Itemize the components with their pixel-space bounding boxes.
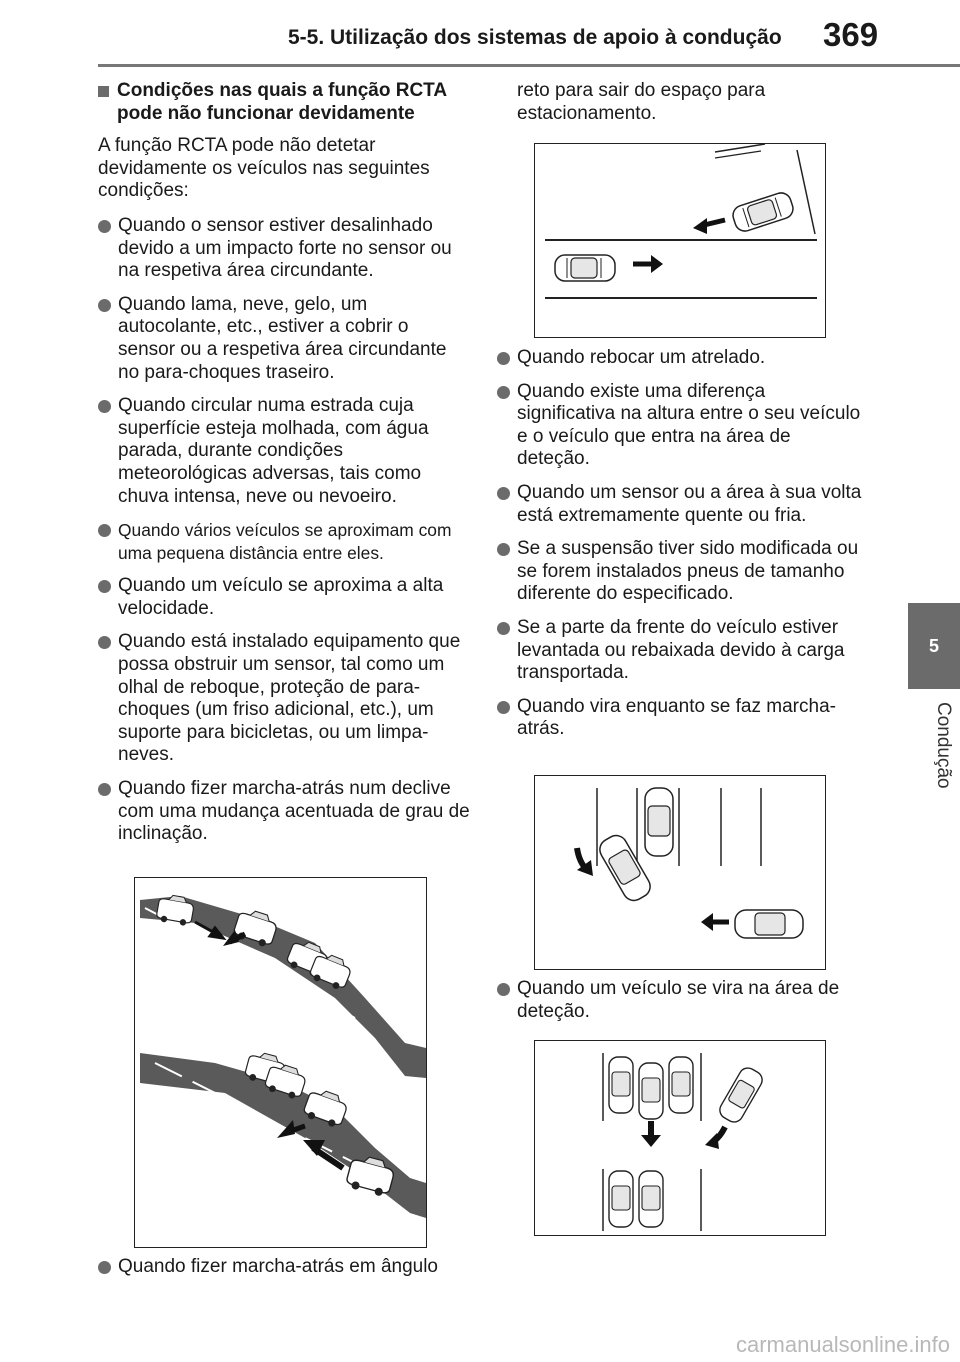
list-item: Se a suspensão tiver sido modificada ou … xyxy=(497,538,867,606)
continuation-paragraph: reto para sair do espaço para estacionam… xyxy=(517,80,766,124)
bullet-icon xyxy=(497,385,510,399)
list-item: Quando está instalado equipamento que po… xyxy=(98,631,470,767)
turning-reverse-illustration xyxy=(534,775,826,970)
bullet-icon xyxy=(98,636,111,650)
list-item: Quando vários veículos se aproximam com … xyxy=(98,519,470,564)
list-item: Quando circular numa estrada cuja superf… xyxy=(98,395,470,508)
intro-paragraph: A função RCTA pode não detetar devidamen… xyxy=(98,135,430,202)
slope-drawing xyxy=(140,892,426,1218)
slope-illustration xyxy=(134,877,427,1248)
footer-watermark: carmanualsonline.info xyxy=(735,1332,950,1357)
list-item: Quando um sensor ou a área à sua volta e… xyxy=(497,482,867,527)
bullet-icon xyxy=(497,352,510,365)
section-heading: Condições nas quais a função RCTA pode n… xyxy=(98,80,470,125)
section-heading-text: Condições nas quais a função RCTA pode n… xyxy=(117,80,447,124)
list-item: Quando rebocar um atrelado. xyxy=(497,347,867,370)
detection-turn-drawing xyxy=(602,1053,767,1231)
list-item: Quando um veículo se vira na área de det… xyxy=(497,978,867,1023)
left-column-tail: Quando fizer marcha-atrás em ângulo xyxy=(98,1256,470,1290)
square-bullet-icon xyxy=(98,86,109,97)
right-column: reto para sair do espaço para estacionam… xyxy=(497,80,867,137)
right-column-middle: Quando rebocar um atrelado. Quando exist… xyxy=(497,347,867,752)
list-item: Quando um veículo se aproxima a alta vel… xyxy=(98,575,470,620)
bullet-icon xyxy=(98,524,111,538)
header-rule xyxy=(98,64,960,67)
chapter-number: 5 xyxy=(928,636,939,656)
angled-exit-illustration xyxy=(534,143,826,338)
bullet-icon xyxy=(497,486,510,500)
bullet-icon xyxy=(98,400,111,414)
header-title: 5-5. Utilização dos sistemas de apoio à … xyxy=(288,26,782,49)
list-item: Quando fizer marcha-atrás num declive co… xyxy=(98,778,470,846)
list-item: Quando vira enquanto se faz marcha-atrás… xyxy=(497,696,867,741)
page-number: 369 xyxy=(823,16,879,53)
bullet-icon xyxy=(497,543,510,557)
bullet-icon xyxy=(98,1261,111,1274)
right-column-tail: Quando um veículo se vira na área de det… xyxy=(497,978,867,1034)
turning-reverse-drawing xyxy=(574,787,804,939)
chapter-label: Condução xyxy=(933,702,954,789)
bullet-icon xyxy=(98,580,111,594)
list-item: Quando fizer marcha-atrás em ângulo xyxy=(98,1256,470,1279)
bullet-icon xyxy=(497,700,510,714)
list-item: Quando existe uma diferença significativ… xyxy=(497,381,867,471)
list-item: Quando lama, neve, gelo, um autocolante,… xyxy=(98,294,470,384)
detection-turn-illustration xyxy=(534,1040,826,1236)
bullet-icon xyxy=(497,983,510,996)
bullet-icon xyxy=(98,298,111,312)
bullet-icon xyxy=(98,783,111,797)
angled-exit-drawing xyxy=(545,143,817,299)
list-item: Se a parte da frente do veículo estiver … xyxy=(497,617,867,685)
bullet-icon xyxy=(497,621,510,635)
chapter-tab[interactable]: 5 xyxy=(908,603,960,689)
left-column: Condições nas quais a função RCTA pode n… xyxy=(98,80,470,857)
list-item: Quando o sensor estiver desalinhado devi… xyxy=(98,215,470,283)
bullet-icon xyxy=(98,219,111,233)
